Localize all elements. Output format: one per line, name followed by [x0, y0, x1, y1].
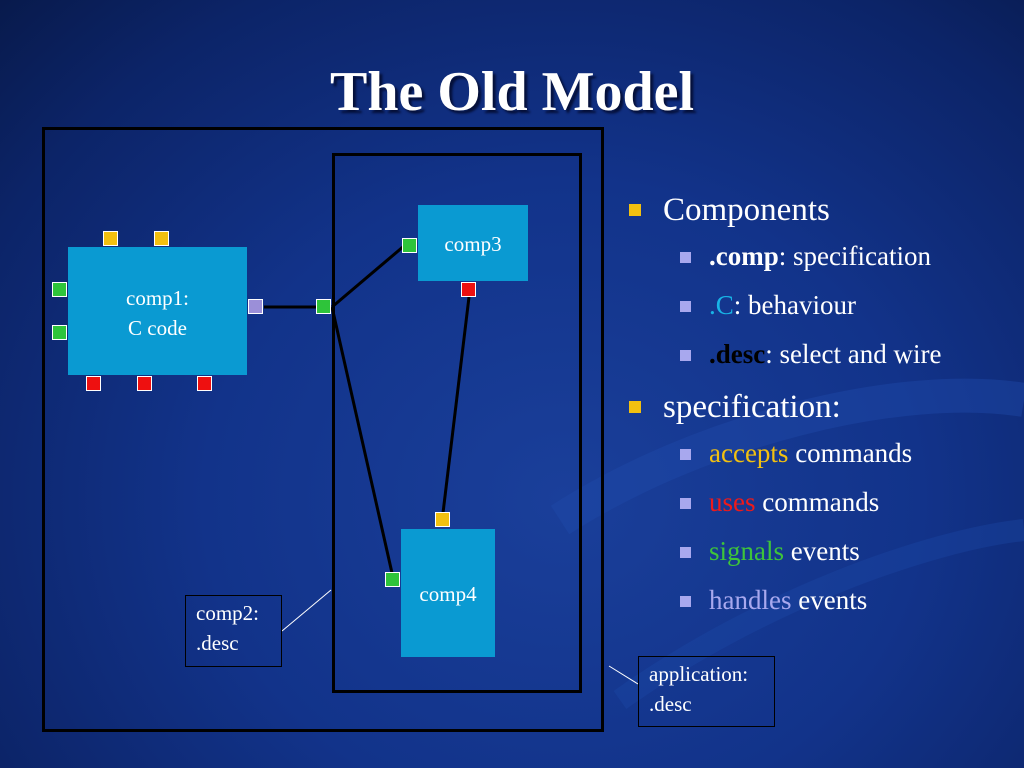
app-label-line1: application: [649, 662, 749, 686]
sub-bullet-uses: uses commands [627, 484, 1022, 520]
bullet-components: Components [627, 188, 1022, 232]
application-label: application: .desc [638, 656, 775, 727]
keyword-uses: uses [709, 487, 756, 517]
keyword-signals: signals [709, 536, 785, 566]
app-label-leader [608, 665, 639, 685]
comp1-line1: comp1: [126, 286, 189, 310]
desc-signals: events [784, 536, 860, 566]
wire-hub-comp4 [330, 306, 394, 574]
comp1-uses-port [197, 376, 212, 391]
comp1-accepts-port [103, 231, 118, 246]
application-boundary [42, 127, 604, 732]
square-bullet-icon [680, 449, 691, 460]
comp4-signals-port [385, 572, 400, 587]
bullet-heading: specification: [663, 389, 841, 425]
comp1-uses-port [137, 376, 152, 391]
desc-uses: commands [755, 487, 880, 517]
square-bullet-icon [680, 498, 691, 509]
sub-bullet-signals: signals events [627, 533, 1022, 569]
keyword-comp: .comp [709, 241, 779, 271]
comp2-label-leader [281, 589, 332, 632]
square-bullet-icon [680, 547, 691, 558]
bullet-heading: Components [663, 192, 830, 228]
desc-desc: : select and wire [765, 339, 942, 369]
keyword-c: .C [709, 290, 734, 320]
sub-bullet-comp: .comp: specification [627, 238, 1022, 274]
bullet-specification: specification: [627, 385, 1022, 429]
comp4-box: comp4 [401, 529, 495, 657]
comp4-accepts-port [435, 512, 450, 527]
sub-bullet-c: .C: behaviour [627, 287, 1022, 323]
keyword-accepts: accepts [709, 438, 789, 468]
square-bullet-icon [629, 204, 641, 216]
comp2-boundary [332, 153, 582, 693]
comp1-signals-port [52, 325, 67, 340]
keyword-desc: .desc [709, 339, 766, 369]
comp4-label: comp4 [419, 582, 477, 606]
comp1-accepts-port [154, 231, 169, 246]
comp1-handles-port [248, 299, 263, 314]
square-bullet-icon [629, 401, 641, 413]
desc-handles: events [791, 585, 868, 615]
desc-comp: : specification [778, 241, 931, 271]
comp1-box: comp1: C code [68, 247, 247, 375]
square-bullet-icon [680, 301, 691, 312]
sub-bullet-desc: .desc: select and wire [627, 336, 1022, 372]
comp2-label-line1: comp2: [196, 601, 259, 625]
square-bullet-icon [680, 252, 691, 263]
comp2-signals-port [316, 299, 331, 314]
comp3-label: comp3 [444, 232, 502, 256]
slide-title: The Old Model [329, 61, 695, 123]
sub-bullet-handles: handles events [627, 582, 1022, 618]
keyword-handles: handles [709, 585, 792, 615]
comp1-signals-port [52, 282, 67, 297]
comp1-uses-port [86, 376, 101, 391]
comp3-box: comp3 [418, 205, 528, 281]
bullet-list: Components .comp: specification .C: beha… [627, 188, 1022, 631]
comp3-signals-port [402, 238, 417, 253]
square-bullet-icon [680, 596, 691, 607]
wire-hub-comp3 [331, 244, 405, 309]
sub-bullet-accepts: accepts commands [627, 435, 1022, 471]
comp3-uses-port [461, 282, 476, 297]
comp2-label: comp2: .desc [185, 595, 282, 667]
wire-comp3-comp4 [441, 296, 471, 514]
comp1-line2: C code [128, 316, 187, 340]
desc-c: : behaviour [733, 290, 856, 320]
comp2-label-line2: .desc [196, 631, 239, 655]
app-label-line2: .desc [649, 692, 692, 716]
square-bullet-icon [680, 350, 691, 361]
desc-accepts: commands [788, 438, 913, 468]
